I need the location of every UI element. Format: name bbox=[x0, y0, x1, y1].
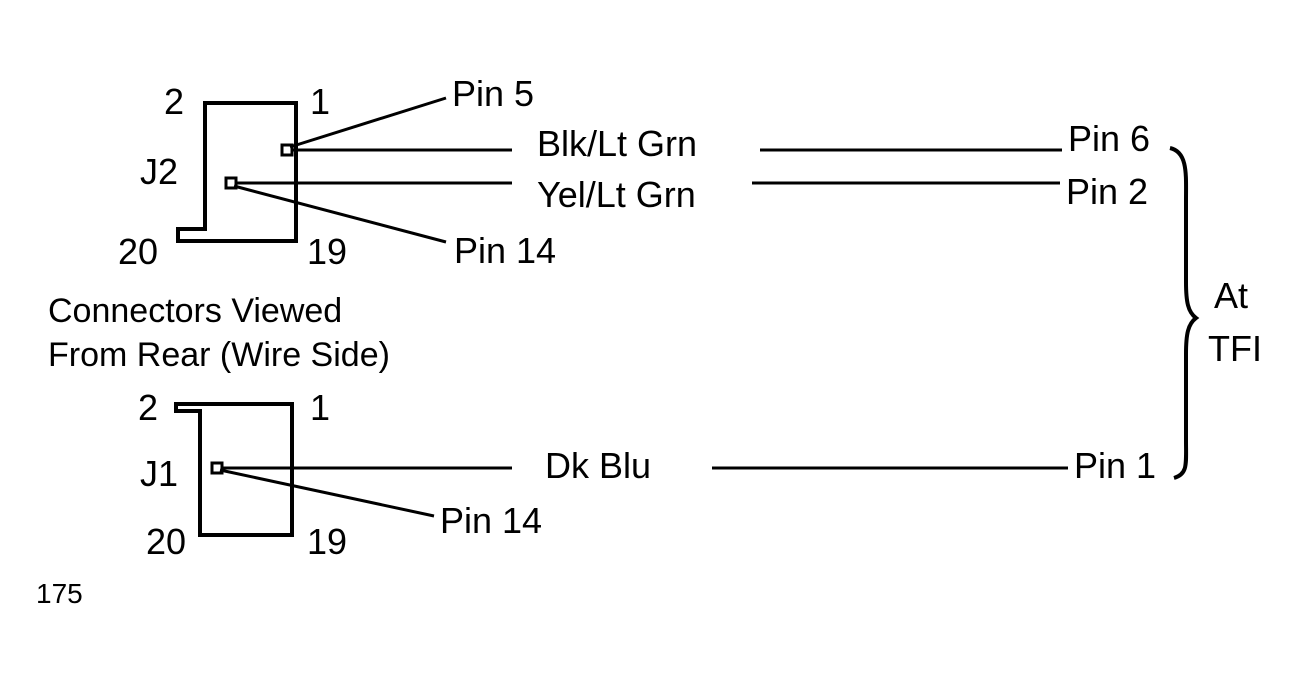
j1-callout-line-pin14 bbox=[219, 468, 435, 518]
j2-pin-label-bottom-left: 20 bbox=[118, 231, 159, 272]
tfi-label-at: At bbox=[1214, 275, 1249, 316]
j1-pin-label-top-left: 2 bbox=[138, 387, 159, 428]
j1-pin-label-bottom-right: 19 bbox=[307, 521, 348, 562]
j2-callout-pin14: Pin 14 bbox=[454, 230, 557, 271]
j2-connector-label: J2 bbox=[140, 151, 179, 192]
j1-callout-pin14: Pin 14 bbox=[440, 500, 543, 541]
wire-label-blk-lt-grn: Blk/Lt Grn bbox=[537, 123, 698, 164]
j2-pin-label-bottom-right: 19 bbox=[307, 231, 348, 272]
figure-number: 175 bbox=[36, 578, 83, 609]
wire-label-dk-blu: Dk Blu bbox=[545, 445, 652, 486]
j2-callout-line-pin14 bbox=[233, 184, 447, 244]
tfi-pin-label-1: Pin 1 bbox=[1074, 445, 1157, 486]
j1-pin-label-bottom-left: 20 bbox=[146, 521, 187, 562]
j2-callout-line-pin5 bbox=[289, 96, 447, 149]
j2-callout-pin5: Pin 5 bbox=[452, 73, 535, 114]
tfi-label-tfi: TFI bbox=[1208, 328, 1262, 369]
j2-pin-label-top-right: 1 bbox=[310, 81, 331, 122]
tfi-pin-label-2: Pin 2 bbox=[1066, 171, 1149, 212]
wire-label-yel-lt-grn: Yel/Lt Grn bbox=[537, 174, 696, 215]
tfi-pin-label-6: Pin 6 bbox=[1068, 118, 1151, 159]
j2-connector-outline bbox=[176, 101, 298, 243]
caption-line-1: Connectors Viewed bbox=[48, 292, 343, 330]
caption-line-2: From Rear (Wire Side) bbox=[48, 336, 390, 374]
tfi-brace bbox=[1169, 146, 1200, 480]
j2-pin-label-top-left: 2 bbox=[164, 81, 185, 122]
j1-connector-label: J1 bbox=[140, 453, 179, 494]
j1-connector-outline bbox=[174, 402, 294, 537]
j1-pin-label-top-right: 1 bbox=[310, 387, 331, 428]
